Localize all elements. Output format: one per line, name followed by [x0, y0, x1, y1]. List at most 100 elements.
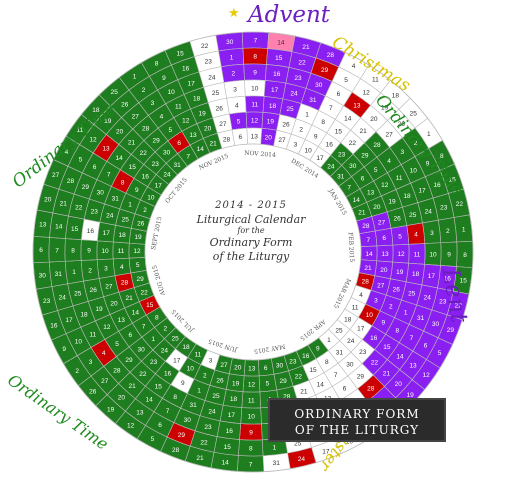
day-number: 9 [135, 187, 139, 194]
day-number: 18 [80, 311, 88, 318]
day-number: 9 [426, 160, 430, 167]
day-number: 7 [249, 462, 253, 469]
day-number: 3 [104, 266, 108, 273]
day-number: 31 [55, 271, 63, 278]
day-number: 16 [87, 228, 95, 235]
day-number: 28 [121, 280, 129, 287]
day-number: 8 [173, 394, 177, 401]
day-number: 18 [230, 396, 238, 403]
day-number: 12 [248, 382, 256, 389]
day-number: 3 [294, 142, 298, 149]
day-number: 21 [300, 389, 308, 396]
day-number: 12 [362, 90, 370, 97]
day-number: 2 [143, 207, 147, 214]
day-number: 21 [209, 141, 217, 148]
day-number: 10 [366, 312, 374, 319]
day-number: 1 [462, 226, 466, 233]
day-number: 30 [315, 82, 323, 89]
day-number: 6 [337, 91, 341, 98]
day-number: 5 [374, 167, 378, 174]
day-number: 11 [251, 102, 258, 109]
day-number: 8 [71, 248, 75, 255]
day-number: 13 [39, 222, 47, 229]
day-number: 27 [101, 378, 109, 385]
day-number: 24 [425, 208, 433, 215]
day-number: 29 [447, 327, 455, 334]
day-number: 25 [294, 440, 302, 447]
day-number: 18 [193, 96, 201, 103]
day-number: 5 [151, 436, 155, 443]
day-number: 11 [175, 103, 182, 110]
day-number: 11 [77, 127, 84, 134]
day-number: 13 [248, 366, 256, 373]
day-number: 9 [87, 248, 91, 255]
day-number: 30 [163, 150, 171, 157]
day-number: 15 [448, 177, 456, 184]
day-number: 20 [370, 116, 378, 123]
day-number: 15 [155, 383, 163, 390]
day-number: 22 [200, 439, 208, 446]
day-number: 15 [383, 344, 391, 351]
day-number: 24 [290, 91, 298, 98]
day-number: 20 [395, 381, 403, 388]
season-label-advent: Advent [248, 2, 330, 28]
center-years: 2014 - 2015 [215, 200, 287, 211]
day-number: 19 [267, 119, 275, 126]
day-number: 22 [140, 150, 148, 157]
day-number: 10 [101, 248, 109, 255]
day-number: 16 [273, 71, 281, 78]
day-number: 4 [235, 102, 239, 109]
day-number: 16 [326, 142, 334, 149]
day-number: 30 [39, 273, 47, 280]
day-number: 19 [134, 234, 142, 241]
day-number: 2 [88, 267, 92, 274]
advent-star-icon: ★ [228, 6, 240, 21]
day-number: 20 [373, 204, 381, 211]
day-number: 22 [298, 60, 306, 67]
day-number: 30 [276, 362, 284, 369]
center-line-4: of the Liturgy [212, 250, 290, 263]
day-number: 19 [232, 380, 240, 387]
day-number: 23 [359, 349, 367, 356]
day-number: 7 [186, 153, 190, 160]
calendar-rings: 3071421284111825181522181522295121926310… [32, 31, 474, 473]
day-number: 18 [344, 317, 352, 324]
day-number: 19 [107, 407, 115, 414]
day-number: 15 [176, 50, 184, 57]
day-number: 31 [173, 162, 181, 169]
day-number: 24 [298, 456, 306, 463]
center-line-1: Liturgical Calendar [196, 212, 306, 226]
day-number: 18 [392, 92, 400, 99]
day-number: 12 [133, 248, 141, 255]
day-number: 6 [424, 343, 428, 350]
day-number: 27 [377, 283, 385, 290]
day-number: 10 [410, 168, 418, 175]
day-number: 8 [155, 61, 159, 68]
day-number: 18 [412, 271, 420, 278]
day-number: 20 [116, 129, 124, 136]
day-number: 18 [269, 103, 277, 110]
day-number: 31 [112, 196, 120, 203]
day-number: 6 [382, 235, 386, 242]
day-number: 11 [195, 352, 202, 359]
day-number: 17 [316, 155, 324, 162]
day-number: 6 [128, 332, 132, 339]
day-number: 5 [136, 262, 140, 269]
day-number: 30 [346, 361, 354, 368]
day-number: 20 [265, 135, 273, 142]
day-number: 2 [163, 325, 167, 332]
day-number: 14 [221, 460, 229, 467]
day-number: 3 [89, 359, 93, 366]
day-number: 11 [118, 248, 125, 255]
day-number: 6 [343, 386, 347, 393]
day-number: 4 [160, 114, 164, 121]
day-number: 22 [371, 360, 379, 367]
day-number: 24 [208, 408, 216, 415]
day-number: 11 [372, 76, 379, 83]
day-number: 12 [251, 118, 259, 125]
day-number: 2 [414, 140, 418, 147]
day-number: 28 [283, 394, 291, 401]
day-number: 31 [309, 97, 317, 104]
day-number: 5 [79, 157, 83, 164]
day-number: 23 [152, 161, 160, 168]
